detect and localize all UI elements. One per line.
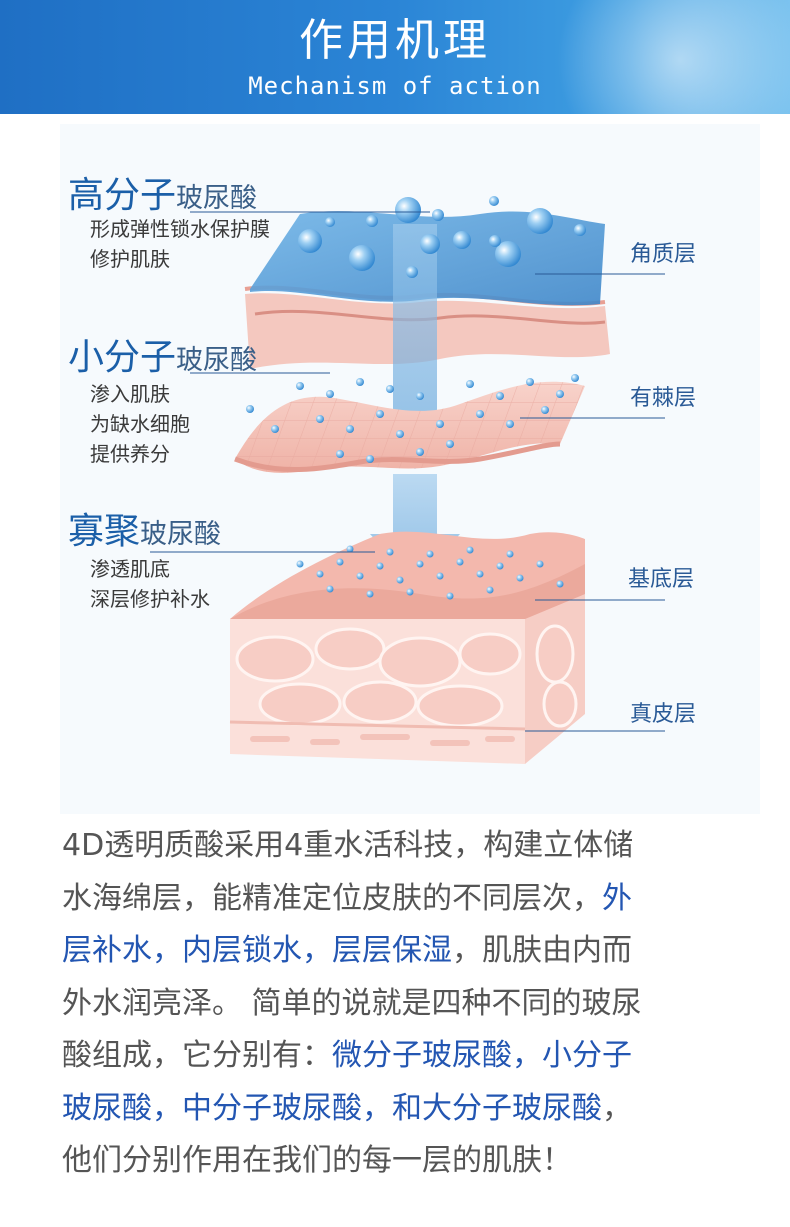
paragraph-line: 层补水，内层锁水，层层保湿，肌肤由内而 bbox=[62, 925, 732, 978]
highlighted-text: 外 bbox=[602, 880, 632, 916]
paragraph-text: 水海绵层，能精准定位皮肤的不同层次， bbox=[62, 880, 602, 916]
spinous-layer bbox=[234, 381, 585, 473]
paragraph-text: 酸组成，它分别有： bbox=[62, 1038, 332, 1073]
paragraph-line: 4D透明质酸采用4重水活科技，构建立体储 bbox=[62, 820, 732, 873]
oligo-molecule-suffix: 玻尿酸 bbox=[140, 519, 222, 550]
small-molecule-description: 渗入肌肤 为缺水细胞 提供养分 bbox=[90, 379, 190, 469]
mechanism-diagram: 高分子玻尿酸 形成弹性锁水保护膜 修护肌肤 小分子玻尿酸 渗入肌肤 为缺水细胞 … bbox=[0, 114, 790, 824]
description-paragraph: 4D透明质酸采用4重水活科技，构建立体储水海绵层，能精准定位皮肤的不同层次，外层… bbox=[62, 820, 732, 1188]
layer-label-spinous: 有棘层 bbox=[630, 386, 697, 411]
small-molecule-name: 小分子 bbox=[68, 337, 177, 378]
down-arrow-1 bbox=[370, 224, 460, 469]
paragraph-line: 酸组成，它分别有：微分子玻尿酸，小分子 bbox=[62, 1030, 732, 1083]
skin-layer-illustration bbox=[60, 124, 760, 814]
desc-line: 修护肌肤 bbox=[90, 247, 170, 271]
paragraph-text: 外水润亮泽。 简单的说就是四种不同的玻尿 bbox=[62, 985, 642, 1021]
header-glow bbox=[530, 0, 790, 114]
desc-line: 提供养分 bbox=[90, 442, 170, 466]
layer-label-dermis: 真皮层 bbox=[630, 702, 697, 727]
desc-line: 为缺水细胞 bbox=[90, 412, 190, 436]
paragraph-line: 他们分别作用在我们的每一层的肌肤！ bbox=[62, 1135, 732, 1188]
small-molecule-label: 小分子玻尿酸 bbox=[68, 328, 257, 380]
paragraph-text: 4D透明质酸采用4重水活科技，构建立体储 bbox=[62, 828, 634, 863]
macro-molecule-suffix: 玻尿酸 bbox=[176, 183, 258, 214]
highlighted-text: 层补水，内层锁水，层层保湿 bbox=[62, 933, 452, 968]
macro-molecule-name: 高分子 bbox=[68, 175, 177, 216]
oligo-molecule-description: 渗透肌底 深层修护补水 bbox=[90, 554, 210, 614]
paragraph-line: 水海绵层，能精准定位皮肤的不同层次，外 bbox=[62, 873, 732, 926]
paragraph-text: 他们分别作用在我们的每一层的肌肤！ bbox=[62, 1143, 572, 1178]
paragraph-line: 玻尿酸，中分子玻尿酸，和大分子玻尿酸， bbox=[62, 1083, 732, 1136]
desc-line: 形成弹性锁水保护膜 bbox=[90, 217, 270, 241]
small-molecule-suffix: 玻尿酸 bbox=[176, 345, 258, 376]
macro-molecule-description: 形成弹性锁水保护膜 修护肌肤 bbox=[90, 214, 270, 274]
layer-label-stratum-corneum: 角质层 bbox=[630, 242, 697, 267]
bubbles bbox=[246, 196, 586, 600]
leader-lines bbox=[150, 211, 665, 732]
header-banner: 作用机理 Mechanism of action bbox=[0, 0, 790, 114]
highlighted-text: 玻尿酸，中分子玻尿酸，和大分子玻尿酸 bbox=[62, 1090, 602, 1126]
desc-line: 渗透肌底 bbox=[90, 557, 170, 581]
paragraph-text: ，肌肤由内而 bbox=[452, 933, 632, 968]
paragraph-line: 外水润亮泽。 简单的说就是四种不同的玻尿 bbox=[62, 978, 732, 1031]
macro-molecule-label: 高分子玻尿酸 bbox=[68, 166, 257, 218]
oligo-molecule-name: 寡聚 bbox=[68, 511, 141, 552]
page-title: 作用机理 bbox=[299, 15, 491, 66]
layer-label-basal: 基底层 bbox=[628, 567, 695, 592]
page-subtitle: Mechanism of action bbox=[248, 72, 542, 100]
desc-line: 深层修护补水 bbox=[90, 587, 210, 611]
oligo-molecule-label: 寡聚玻尿酸 bbox=[68, 502, 221, 554]
highlighted-text: 微分子玻尿酸，小分子 bbox=[332, 1038, 632, 1073]
paragraph-text: ， bbox=[602, 1090, 632, 1126]
dermis-block bbox=[229, 531, 585, 764]
desc-line: 渗入肌肤 bbox=[90, 382, 170, 406]
